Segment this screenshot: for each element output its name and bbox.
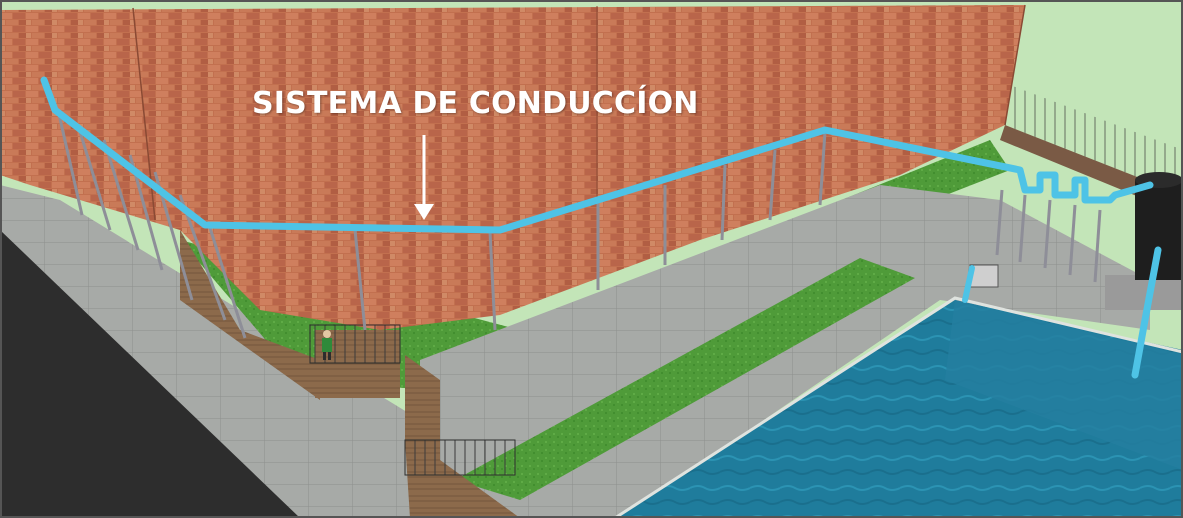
pipe-drop-pump	[962, 265, 975, 303]
lower-railing	[404, 439, 516, 476]
brick-building	[0, 5, 1025, 330]
annotation-arrow	[414, 135, 434, 220]
left-sidewalk	[0, 185, 420, 518]
pool-edge	[614, 296, 1183, 518]
grass-strip	[455, 258, 915, 500]
pipe-supports	[56, 109, 1102, 339]
system-label: SISTEMA DE CONDUCCÍON	[252, 86, 699, 121]
lower-deck	[405, 355, 520, 518]
wooden-deck	[180, 230, 320, 400]
conduction-pipe	[40, 76, 1154, 234]
pool-wall	[945, 300, 1183, 470]
right-fence	[1005, 85, 1183, 195]
person-figure	[322, 330, 332, 360]
pipe-drop-right	[1131, 246, 1162, 379]
